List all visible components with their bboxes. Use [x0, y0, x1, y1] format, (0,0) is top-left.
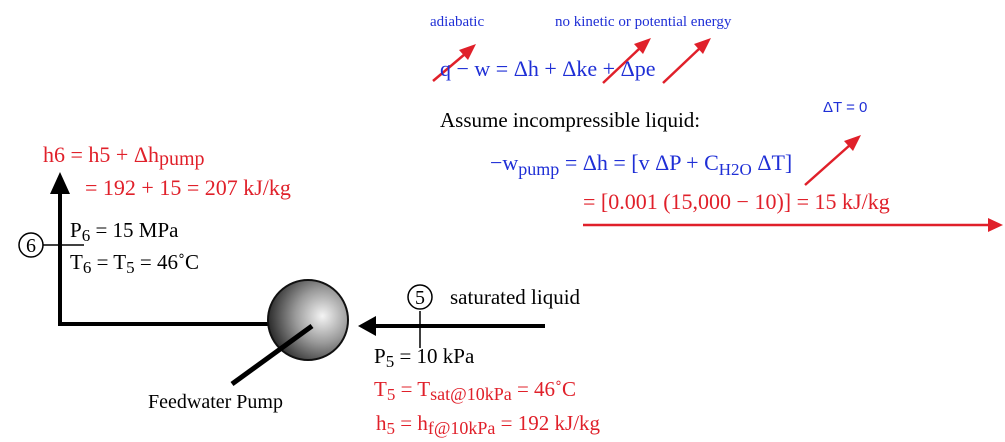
inlet-arrowhead [358, 316, 376, 336]
state6-pressure: P6 = 15 MPa [70, 218, 179, 245]
h6-tail-sub: pump [159, 148, 205, 170]
state6-marker: 6 [18, 232, 44, 258]
no-ke-pe-label: no kinetic or potential energy [555, 14, 732, 30]
state5-temperature: T5 = Tsat@10kPa = 46˚C [374, 377, 576, 404]
state5-number: 5 [415, 287, 425, 309]
h6-mid: = h [65, 142, 99, 167]
pump-work-equation: −wpump = Δh = [v ΔP + CH2O ΔT] [490, 150, 792, 179]
pump-label: Feedwater Pump [148, 391, 283, 413]
state5-pressure: P5 = 10 kPa [374, 344, 475, 371]
energy-equation: q − w = Δh + Δke + Δpe [440, 56, 656, 81]
assume-text: Assume incompressible liquid: [440, 108, 700, 132]
saturated-liquid-label: saturated liquid [450, 285, 581, 309]
pump-work-lhs: −w [490, 150, 518, 175]
work-arrow [583, 218, 1003, 232]
h6-tail: + Δh [110, 142, 159, 167]
pump-work-result: = [0.001 (15,000 − 10)] = 15 kJ/kg [583, 189, 890, 214]
h6-lhs-sub: 6 [54, 142, 65, 167]
adiabatic-label: adiabatic [430, 14, 484, 30]
h6-result: = 192 + 15 = 207 kJ/kg [85, 175, 291, 200]
delta-t-zero: ΔT = 0 [823, 99, 867, 116]
energy-eq-q: q [440, 56, 451, 81]
h6-equation: h6 = h5 + Δhpump [43, 142, 205, 170]
h6-lhs: h [43, 142, 54, 167]
piping [40, 172, 545, 348]
pump-work-mid: = Δh = [v ΔP + C [559, 150, 718, 175]
pump-work-lhs-sub: pump [518, 159, 559, 179]
pump-work-tail: ΔT] [752, 150, 792, 175]
strike-arrows [432, 38, 861, 186]
state6-temperature: T6 = T5 = 46˚C [70, 250, 199, 277]
pump-body [267, 279, 349, 361]
feedwater-pump [230, 279, 349, 387]
state6-number: 6 [26, 235, 36, 257]
outlet-arrowhead [50, 172, 70, 194]
h6-mid-sub: 5 [99, 142, 110, 167]
state5-marker: 5 [407, 284, 433, 310]
pump-shaft [230, 323, 314, 387]
state5-enthalpy: h5 = hf@10kPa = 192 kJ/kg [376, 411, 601, 438]
pump-work-sub: H2O [719, 160, 752, 179]
energy-eq-rest: − w = Δh + Δke + Δpe [451, 56, 656, 81]
